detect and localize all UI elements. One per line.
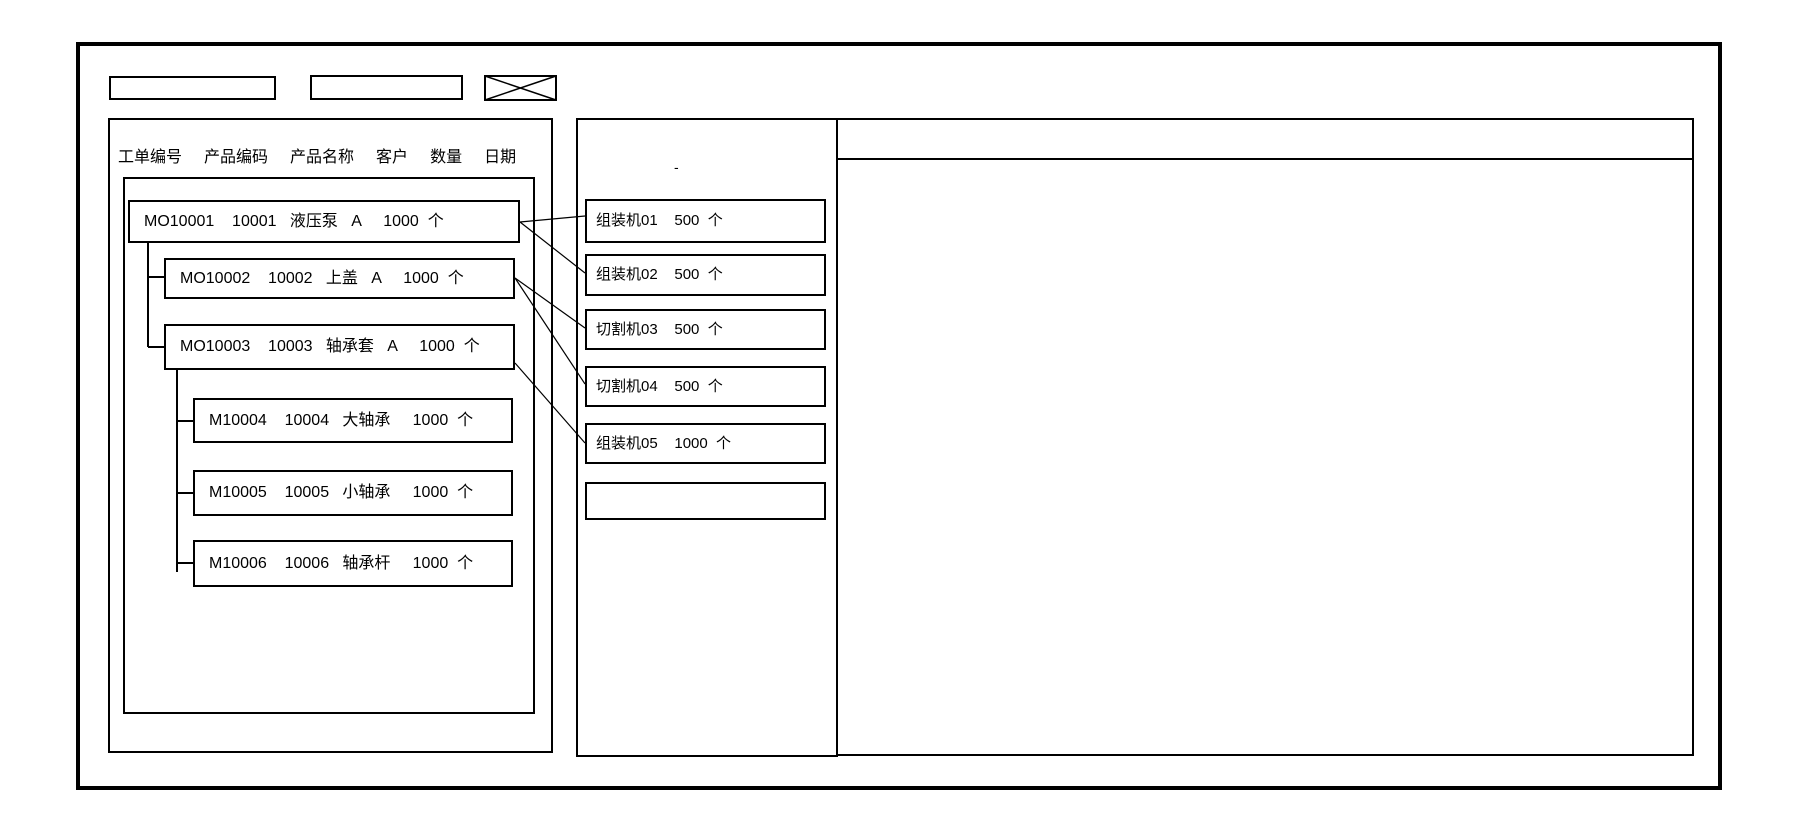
workcenter-node[interactable]: 组装机02 500 个 (585, 254, 826, 296)
order-node[interactable]: MO10003 10003 轴承套 A 1000 个 (164, 324, 515, 370)
orders-column-header: 工单编号 产品编码 产品名称 客户 数量 日期 (118, 148, 516, 168)
detail-panel-header (838, 120, 1692, 160)
column-label: 工单编号 (118, 149, 183, 166)
workcenter-node[interactable]: 组装机01 500 个 (585, 199, 826, 243)
order-node[interactable]: M10004 10004 大轴承 1000 个 (193, 398, 513, 443)
order-node[interactable]: M10006 10006 轴承杆 1000 个 (193, 540, 513, 587)
x-crossed-box-icon (484, 75, 557, 101)
order-node[interactable]: MO10001 10001 液压泵 A 1000 个 (128, 200, 520, 243)
workcenter-node[interactable]: 切割机03 500 个 (585, 309, 826, 350)
column-label: 数量 (430, 149, 463, 166)
close-icon[interactable] (484, 75, 557, 101)
toolbar-field-2[interactable] (310, 75, 463, 100)
panel-placeholder-dash: - (674, 159, 679, 175)
toolbar-field-1[interactable] (109, 76, 276, 100)
column-label: 客户 (376, 149, 409, 166)
workcenter-node[interactable]: 组装机05 1000 个 (585, 423, 826, 464)
column-label: 日期 (484, 149, 517, 166)
workcenter-node[interactable]: 切割机04 500 个 (585, 366, 826, 407)
order-node[interactable]: M10005 10005 小轴承 1000 个 (193, 470, 513, 516)
detail-panel (836, 118, 1694, 756)
column-label: 产品编码 (204, 149, 269, 166)
column-label: 产品名称 (290, 149, 355, 166)
workcenter-node-empty[interactable] (585, 482, 826, 520)
order-node[interactable]: MO10002 10002 上盖 A 1000 个 (164, 258, 515, 299)
